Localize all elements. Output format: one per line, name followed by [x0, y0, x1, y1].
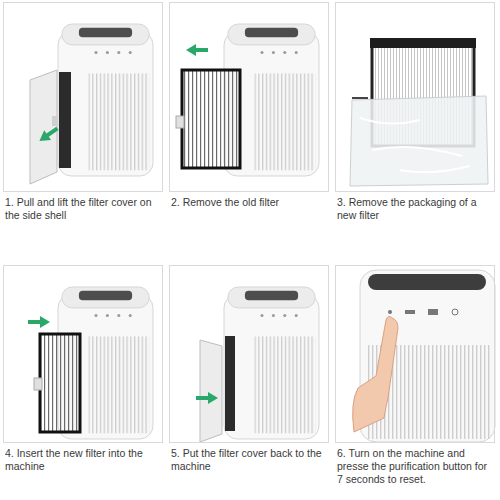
filter-tab [176, 116, 184, 128]
green-arrow [36, 123, 61, 145]
control-icon [405, 310, 415, 314]
control-icon [388, 310, 392, 314]
step-panel: 3. Remove the packaging of a new filter [335, 2, 495, 192]
new-filter [40, 334, 80, 432]
step-panel: 2. Remove the old filter [169, 2, 329, 192]
pull-tab [352, 97, 368, 99]
step-caption: 3. Remove the packaging of a new filter [337, 196, 495, 222]
step-caption: 1. Pull and lift the filter cover on the… [5, 196, 163, 222]
step-caption: 2. Remove the old filter [171, 196, 329, 209]
control-icon [428, 309, 438, 315]
old-filter [182, 70, 240, 168]
filter-frame [370, 38, 476, 48]
top-grille [368, 274, 486, 290]
filter-cover [30, 70, 57, 184]
green-arrow [196, 392, 218, 404]
step-panel: 1. Pull and lift the filter cover on the… [3, 2, 163, 192]
purifier [58, 24, 153, 176]
green-arrow [28, 316, 50, 328]
control-icon [452, 309, 458, 315]
step-caption: 4. Insert the new filter into the machin… [5, 447, 163, 473]
filter-tab [34, 378, 42, 390]
step-caption: 5. Put the filter cover back to the mach… [171, 447, 329, 473]
cover-tab [52, 116, 58, 126]
step-caption: 6. Turn on the machine and presse the pu… [337, 447, 495, 486]
filter-edge [59, 72, 71, 168]
step-panel: 6. Turn on the machine and presse the pu… [335, 265, 495, 443]
finger [353, 316, 398, 432]
step-panel: 5. Put the filter cover back to the mach… [169, 265, 329, 443]
plastic-folds [360, 118, 470, 172]
green-arrow [186, 44, 208, 56]
step-panel: 4. Insert the new filter into the machin… [3, 265, 163, 443]
plastic-bag [350, 96, 488, 186]
filter-cover [200, 340, 222, 442]
purifier [224, 287, 319, 439]
filter-edge [225, 336, 235, 431]
